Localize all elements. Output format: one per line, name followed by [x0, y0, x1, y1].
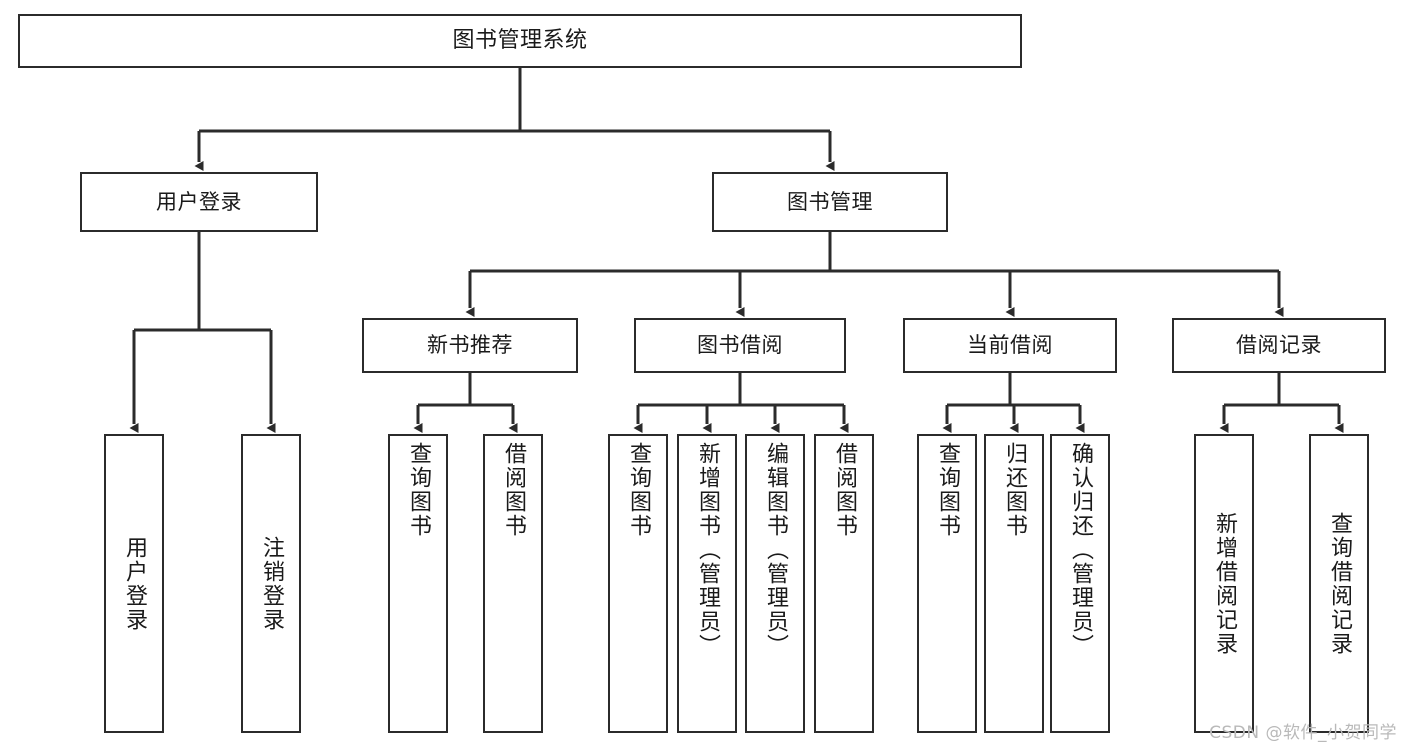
csdn-watermark: CSDN @软件_小贺同学: [1209, 723, 1397, 743]
node-book-borrow[interactable]: 图书借阅: [634, 318, 846, 373]
node-user-login[interactable]: 用户登录: [80, 172, 318, 232]
node-label: 图书借阅: [697, 333, 783, 358]
node-label: 用户登录: [156, 189, 242, 214]
node-label: 借阅图书: [501, 442, 526, 538]
node-current-borrow[interactable]: 当前借阅: [903, 318, 1117, 373]
node-label: 图书管理: [787, 189, 873, 214]
node-label: 查询图书: [406, 442, 431, 538]
leaf-recommend-query-book[interactable]: 查询图书: [388, 434, 448, 733]
leaf-borrow-query-book[interactable]: 查询图书: [608, 434, 668, 733]
node-label: 用户登录: [122, 535, 147, 632]
node-label: 查询图书: [935, 442, 960, 538]
node-label: 借阅图书: [832, 442, 857, 538]
leaf-current-return-book[interactable]: 归还图书: [984, 434, 1044, 733]
leaf-record-add-record[interactable]: 新增借阅记录: [1194, 434, 1254, 733]
leaf-record-query-record[interactable]: 查询借阅记录: [1309, 434, 1369, 733]
node-label: 新增借阅记录: [1212, 511, 1237, 656]
node-label: 图书管理系统: [452, 28, 588, 54]
node-new-book-recommend[interactable]: 新书推荐: [362, 318, 578, 373]
node-label: 当前借阅: [967, 333, 1053, 358]
leaf-borrow-borrow-book[interactable]: 借阅图书: [814, 434, 874, 733]
node-label: 新书推荐: [427, 333, 513, 358]
leaf-user-login-signin[interactable]: 用户登录: [104, 434, 164, 733]
node-root-book-management-system[interactable]: 图书管理系统: [18, 14, 1022, 68]
leaf-user-login-signout[interactable]: 注销登录: [241, 434, 301, 733]
leaf-current-confirm-return-admin[interactable]: 确认归还（管理员）: [1050, 434, 1110, 733]
node-label: 编辑图书（管理员）: [763, 442, 788, 658]
node-label: 注销登录: [259, 535, 284, 632]
node-label: 归还图书: [1002, 442, 1027, 538]
leaf-current-query-book[interactable]: 查询图书: [917, 434, 977, 733]
node-label: 查询图书: [626, 442, 651, 538]
leaf-recommend-borrow-book[interactable]: 借阅图书: [483, 434, 543, 733]
node-label: 新增图书（管理员）: [695, 442, 720, 658]
node-label: 查询借阅记录: [1327, 511, 1352, 656]
leaf-borrow-edit-book-admin[interactable]: 编辑图书（管理员）: [745, 434, 805, 733]
node-borrow-record[interactable]: 借阅记录: [1172, 318, 1386, 373]
node-book-management[interactable]: 图书管理: [712, 172, 948, 232]
node-label: 借阅记录: [1236, 333, 1322, 358]
node-label: 确认归还（管理员）: [1068, 442, 1093, 658]
leaf-borrow-add-book-admin[interactable]: 新增图书（管理员）: [677, 434, 737, 733]
